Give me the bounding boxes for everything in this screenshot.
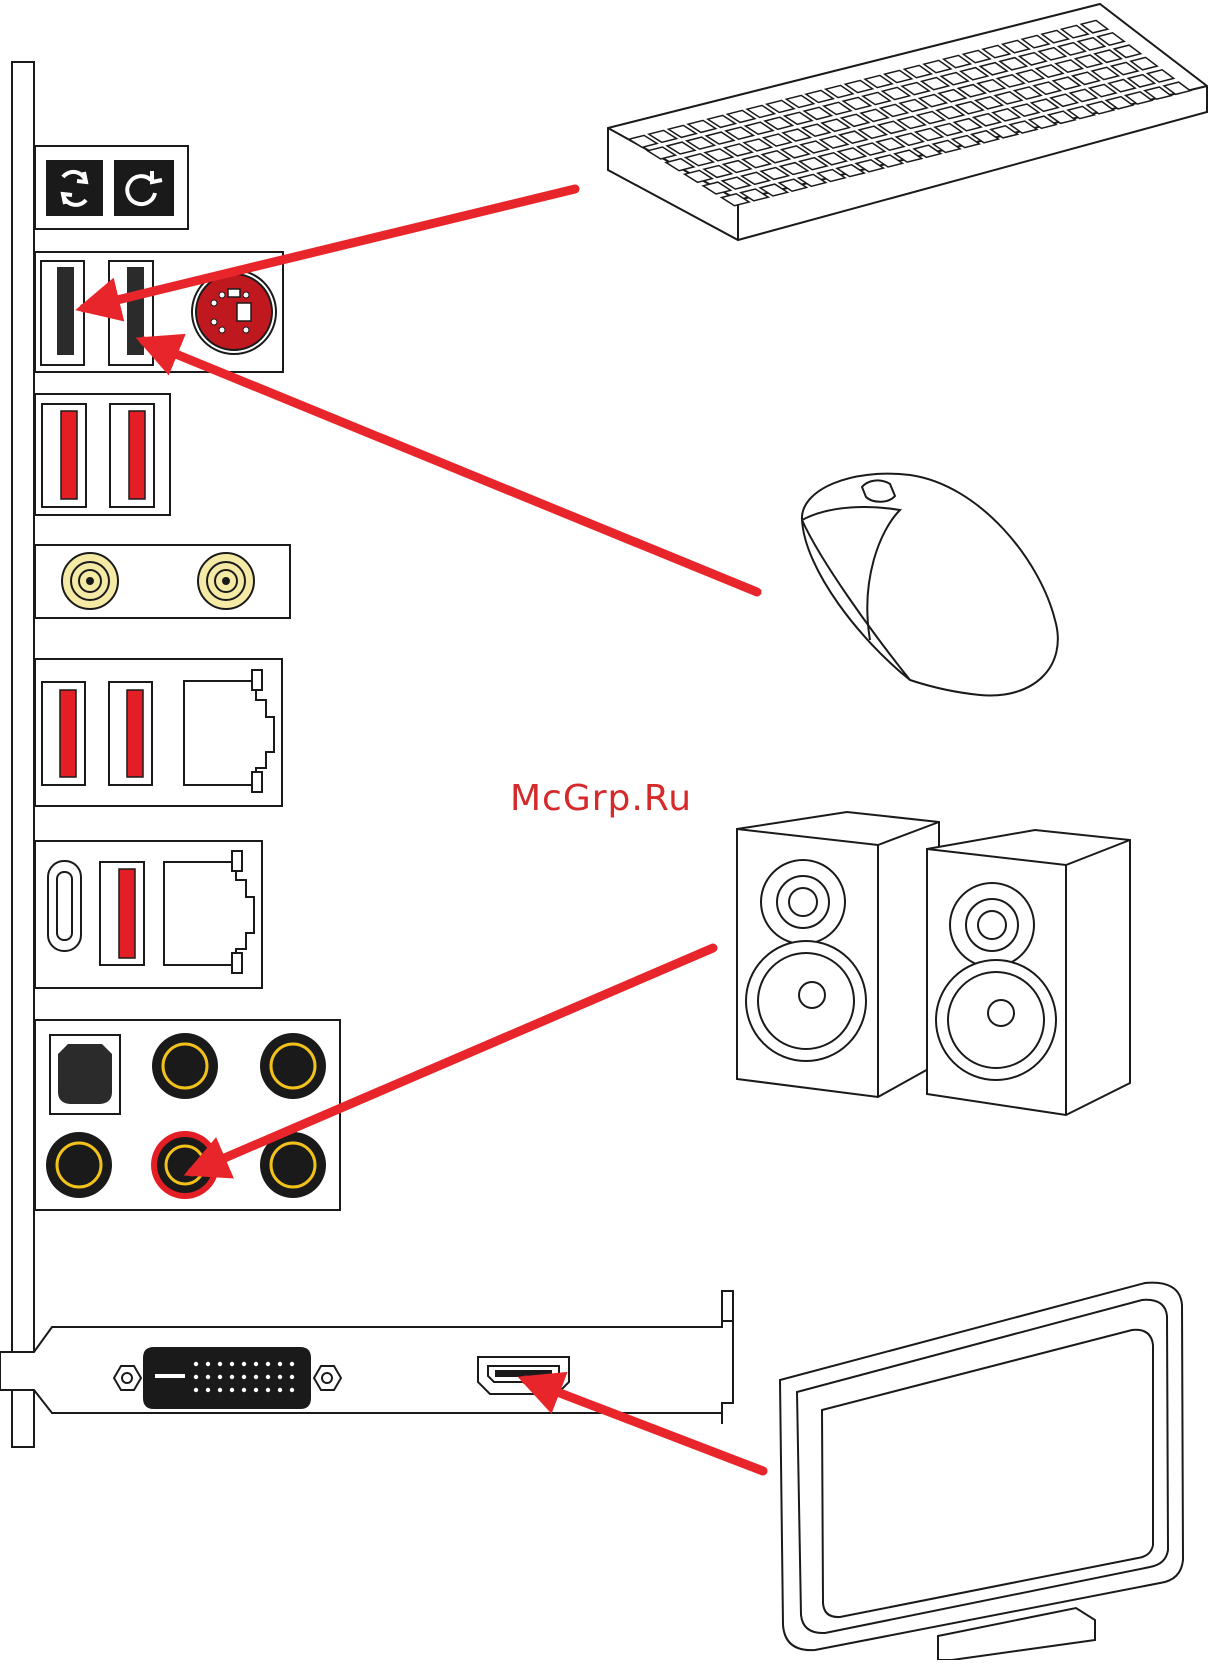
- dvi-port[interactable]: [144, 1348, 310, 1408]
- audio-panel: [35, 1020, 340, 1210]
- mouse-device: [802, 474, 1058, 696]
- bios-button-panel: [35, 146, 188, 229]
- lan-port[interactable]: [164, 851, 254, 973]
- io-shield: [12, 62, 34, 1447]
- connection-arrows: [84, 189, 763, 1471]
- audio-jack[interactable]: [260, 1033, 326, 1099]
- audio-jack[interactable]: [152, 1033, 218, 1099]
- dvi-screw: [114, 1366, 141, 1390]
- audio-jack[interactable]: [46, 1132, 112, 1198]
- antenna-connector[interactable]: [62, 553, 118, 609]
- keyboard-device: [608, 4, 1207, 240]
- speakers-device: [737, 812, 1130, 1115]
- usb3-panel-top: [35, 394, 170, 515]
- usb-lan-panel-1: [35, 659, 282, 806]
- dvi-screw: [314, 1366, 341, 1390]
- lan-port[interactable]: [184, 670, 274, 792]
- antenna-connector[interactable]: [198, 553, 254, 609]
- optical-spdif-port[interactable]: [50, 1035, 120, 1114]
- watermark-text: McGrp.Ru: [510, 778, 692, 819]
- usbc-lan-panel-2: [35, 841, 262, 988]
- usb-c-port[interactable]: [48, 861, 81, 951]
- monitor-device: [780, 1283, 1183, 1660]
- clear-cmos-button[interactable]: [46, 160, 103, 216]
- wifi-antenna-panel: [35, 545, 290, 618]
- graphics-card-bracket: [0, 1291, 733, 1424]
- flash-bios-button[interactable]: [114, 160, 174, 216]
